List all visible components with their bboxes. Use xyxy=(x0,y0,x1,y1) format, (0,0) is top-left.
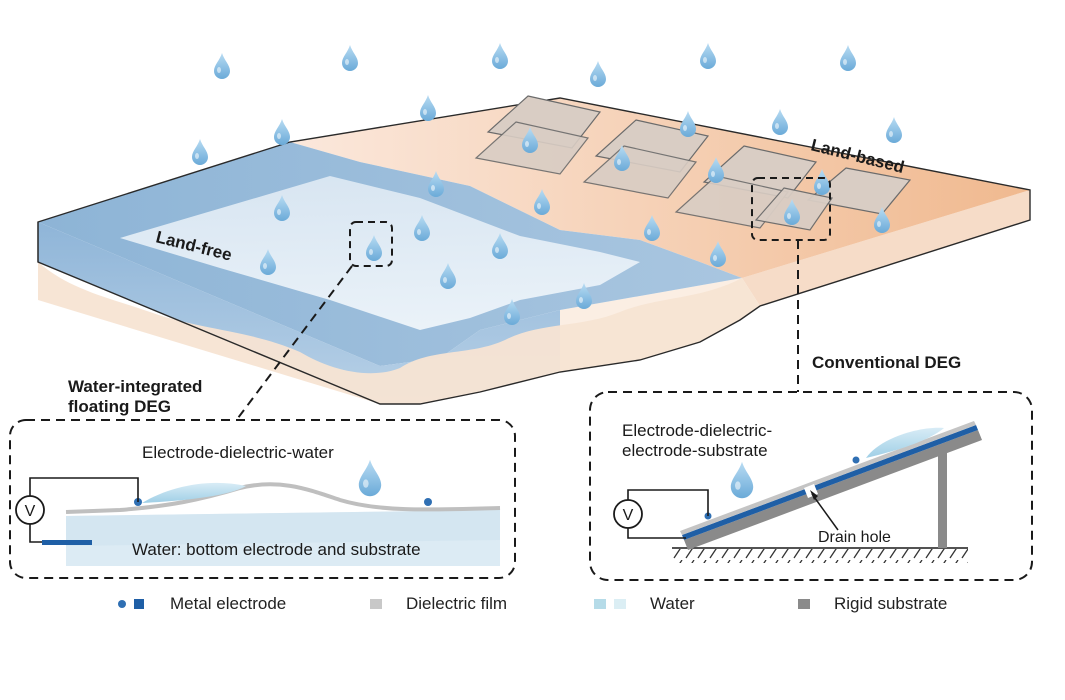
legend: Metal electrode Dielectric film Water Ri… xyxy=(0,588,1065,624)
rigid-substrate-swatch xyxy=(798,599,810,609)
water-bottom-label: Water: bottom electrode and substrate xyxy=(132,540,421,559)
drain-hole-label: Drain hole xyxy=(818,529,891,546)
electrode-dielectric-water-label: Electrode-dielectric-water xyxy=(142,443,334,462)
land-side-face xyxy=(742,190,1030,306)
voltmeter-left-symbol: V xyxy=(25,503,36,520)
legend-water-label: Water xyxy=(650,594,695,613)
zoom-box-land xyxy=(751,177,831,241)
legend-rigid-substrate: Rigid substrate xyxy=(798,594,947,614)
water-film-bump xyxy=(142,482,246,503)
dielectric-film-floating xyxy=(65,482,501,514)
metal-electrode-square-swatch xyxy=(134,599,144,609)
legend-water: Water xyxy=(594,594,695,614)
rigid-support xyxy=(938,450,947,548)
water-integrated-label-1: Water-integrated xyxy=(68,377,202,396)
water-plate-bump xyxy=(866,427,944,458)
electrode-stack-label-2: electrode-substrate xyxy=(622,441,768,460)
rigid-substrate-plate xyxy=(684,430,982,550)
metal-electrode-dot-swatch xyxy=(118,600,126,608)
bottom-electrode-plate xyxy=(682,425,978,540)
voltmeter-left xyxy=(15,495,45,525)
panel xyxy=(582,145,698,199)
legend-dielectric-film: Dielectric film xyxy=(370,594,507,614)
legend-dielectric-film-label: Dielectric film xyxy=(406,594,508,613)
zoom-box-water xyxy=(349,221,393,267)
conventional-deg-inset: V Electrode-dielectric- electrode-substr… xyxy=(589,391,1033,581)
water-swatch-dark xyxy=(594,599,606,609)
voltmeter-right xyxy=(613,499,643,529)
electrode-stack-label-1: Electrode-dielectric- xyxy=(622,421,772,440)
water-swatch-light xyxy=(614,599,626,609)
conventional-deg-label: Conventional DEG xyxy=(812,353,961,372)
dielectric-swatch xyxy=(370,599,382,609)
legend-metal-electrode-label: Metal electrode xyxy=(170,594,287,613)
floating-deg-inset: V Electrode-dielectric-water Water: bott… xyxy=(9,419,516,579)
metal-electrode-dot xyxy=(424,498,432,506)
metal-electrode-dot xyxy=(852,456,860,464)
connector-left xyxy=(237,265,353,419)
dielectric-panels xyxy=(474,95,912,231)
voltmeter-right-symbol: V xyxy=(623,507,634,524)
dielectric-plate xyxy=(680,421,976,535)
bottom-electrode xyxy=(42,540,92,545)
legend-rigid-substrate-label: Rigid substrate xyxy=(834,594,948,613)
legend-metal-electrode: Metal electrode xyxy=(118,594,286,614)
water-integrated-label-2: floating DEG xyxy=(68,397,171,416)
